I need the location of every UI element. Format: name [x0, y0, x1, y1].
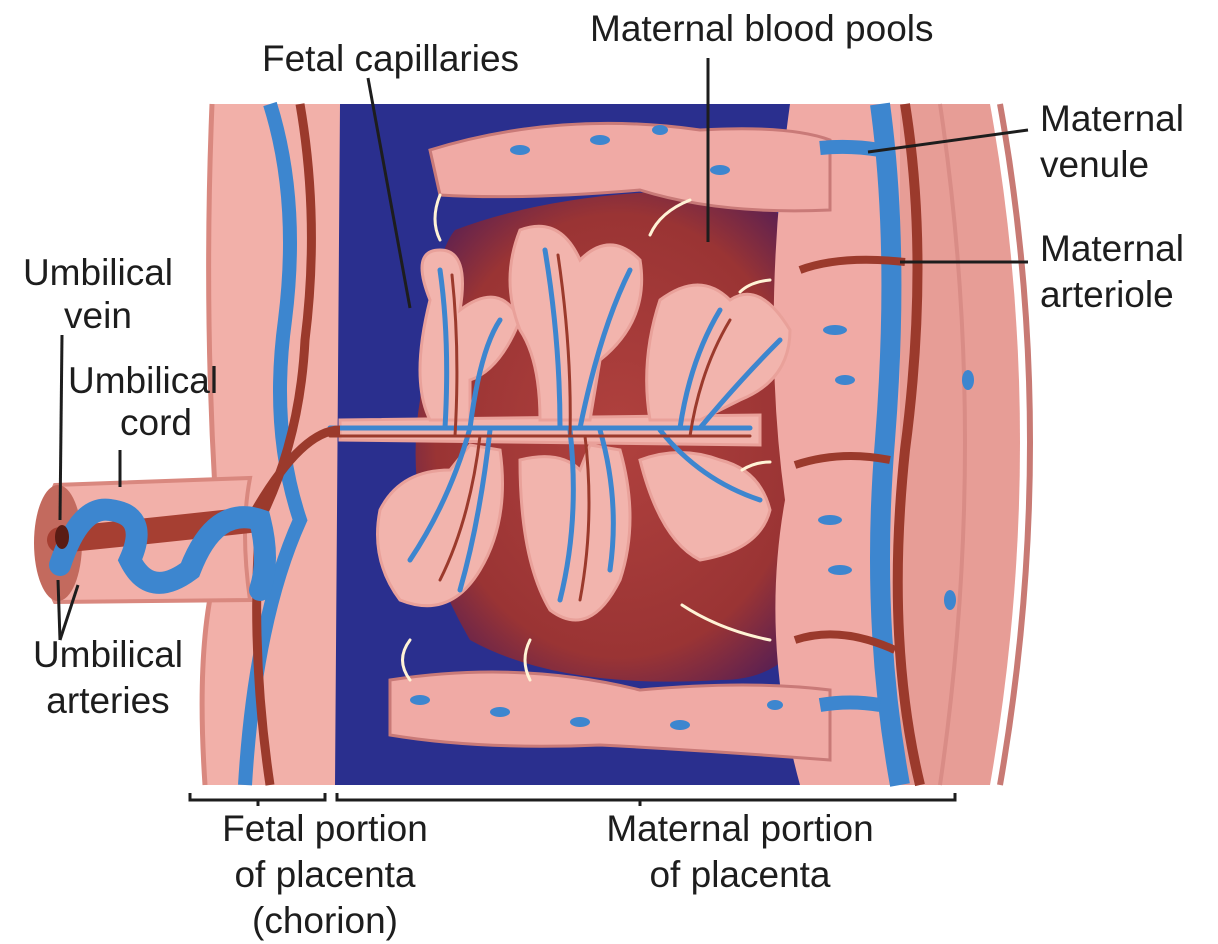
label-maternal-arteriole-line1: Maternal: [1040, 226, 1184, 272]
venule-lower: [820, 703, 880, 706]
label-maternal-venule-line2: venule: [1040, 142, 1184, 188]
label-umbilical-arteries-line2: arteries: [8, 678, 208, 724]
label-maternal-blood-pools: Maternal blood pools: [590, 6, 934, 52]
label-maternal-portion-line2: of placenta: [560, 852, 920, 898]
label-umbilical-vein-line2: vein: [8, 296, 188, 336]
label-umbilical-arteries: Umbilical arteries: [8, 632, 208, 724]
label-umbilical-cord-line1: Umbilical: [68, 358, 218, 404]
label-umbilical-vein-line1: Umbilical: [8, 250, 188, 296]
label-maternal-portion: Maternal portion of placenta: [560, 806, 920, 898]
label-maternal-arteriole: Maternal arteriole: [1040, 226, 1184, 318]
label-fetal-portion-line2: of placenta: [180, 852, 470, 898]
label-fetal-portion-line1: Fetal portion: [180, 806, 470, 852]
label-umbilical-vein: Umbilical vein: [8, 250, 188, 336]
label-maternal-portion-line1: Maternal portion: [560, 806, 920, 852]
label-fetal-portion-line3: (chorion): [180, 898, 470, 944]
label-umbilical-cord: Umbilical cord: [68, 358, 218, 442]
portion-brackets: [190, 793, 955, 806]
label-maternal-venule-line1: Maternal: [1040, 96, 1184, 142]
label-fetal-portion: Fetal portion of placenta (chorion): [180, 806, 470, 944]
venule-upper: [820, 147, 880, 150]
umbilical-artery-lumen: [55, 525, 69, 549]
label-umbilical-cord-line2: cord: [68, 404, 218, 442]
label-maternal-arteriole-line2: arteriole: [1040, 272, 1184, 318]
label-umbilical-arteries-line1: Umbilical: [8, 632, 208, 678]
label-maternal-venule: Maternal venule: [1040, 96, 1184, 188]
label-fetal-capillaries: Fetal capillaries: [262, 36, 519, 82]
